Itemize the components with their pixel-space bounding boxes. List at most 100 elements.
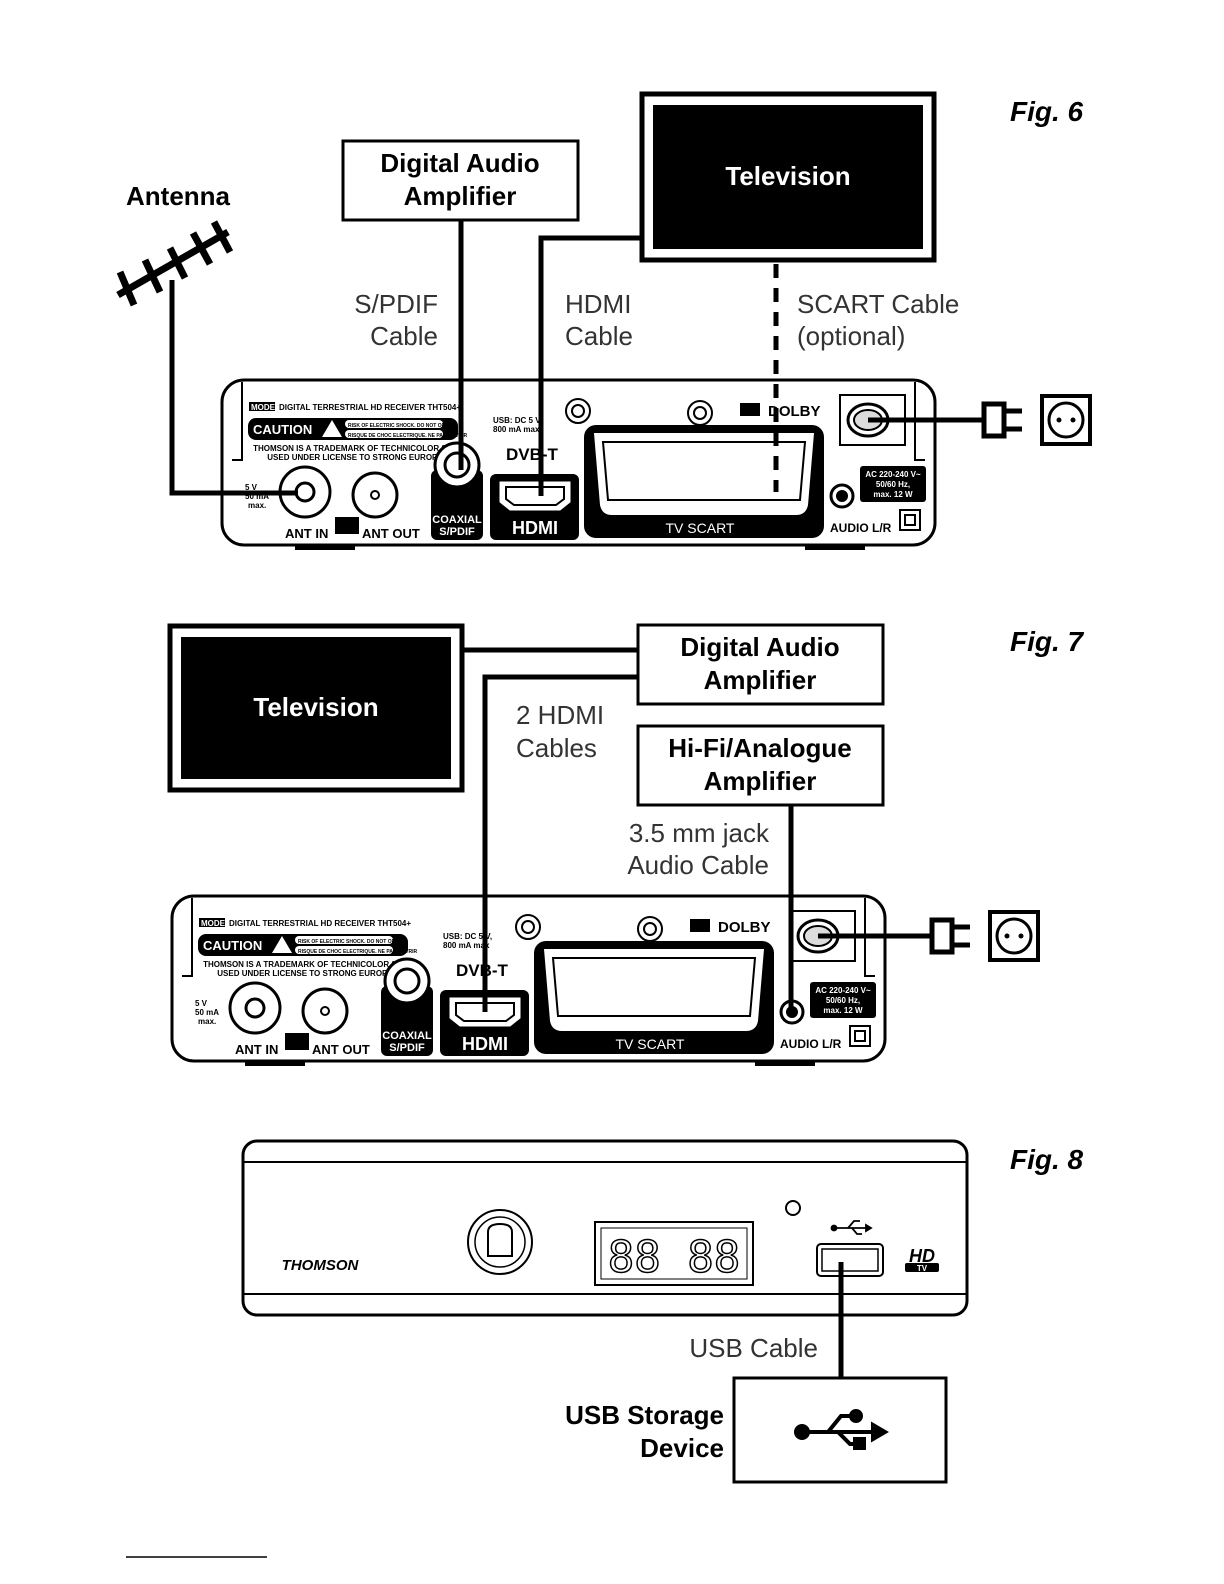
- svg-text:Television: Television: [253, 692, 378, 722]
- svg-text:THOMSON IS A TRADEMARK OF TECH: THOMSON IS A TRADEMARK OF TECHNICOLOR S.…: [203, 960, 407, 969]
- svg-text:TV SCART: TV SCART: [616, 1036, 685, 1052]
- usb-storage-device-box: [732, 1376, 948, 1484]
- jack-cable-label: 3.5 mm jack: [629, 818, 770, 848]
- svg-text:max. 12 W: max. 12 W: [873, 490, 913, 499]
- svg-text:USB: DC 5 V,: USB: DC 5 V,: [443, 932, 492, 941]
- svg-text:DVB-T: DVB-T: [506, 445, 559, 464]
- svg-text:AUDIO L/R: AUDIO L/R: [780, 1037, 842, 1051]
- svg-text:RISQUE DE CHOC ELECTRIQUE. NE: RISQUE DE CHOC ELECTRIQUE. NE PAS OUVRIR: [298, 949, 417, 955]
- power-plug-icon: [920, 920, 970, 952]
- svg-text:S/PDIF: S/PDIF: [389, 1042, 425, 1054]
- svg-text:Hi-Fi/Analogue: Hi-Fi/Analogue: [668, 733, 851, 763]
- svg-text:50 mA: 50 mA: [195, 1008, 219, 1017]
- receiver-back-panel: MODEL DIGITAL TERRESTRIAL HD RECEIVER TH…: [220, 378, 937, 550]
- fig7-cables: [462, 647, 920, 1012]
- television-box: Television: [167, 623, 465, 793]
- wall-socket-icon: [988, 910, 1040, 962]
- svg-text:S/PDIF: S/PDIF: [439, 526, 475, 538]
- svg-text:HDMI: HDMI: [512, 518, 558, 538]
- svg-text:HDMI: HDMI: [462, 1034, 508, 1054]
- svg-text:THOMSON IS A TRADEMARK OF TECH: THOMSON IS A TRADEMARK OF TECHNICOLOR S.…: [253, 444, 457, 453]
- svg-text:DVB-T: DVB-T: [456, 961, 509, 980]
- svg-text:50 mA: 50 mA: [245, 492, 269, 501]
- usb-port: [821, 1248, 879, 1272]
- svg-text:Digital Audio: Digital Audio: [680, 632, 839, 662]
- hd-logo: HD: [909, 1246, 935, 1266]
- svg-text:CAUTION: CAUTION: [203, 938, 262, 953]
- usb-storage-label: USB Storage: [565, 1400, 724, 1430]
- svg-text:5 V: 5 V: [245, 483, 258, 492]
- svg-text:800 mA max: 800 mA max: [443, 941, 490, 950]
- svg-text:max.: max.: [198, 1017, 216, 1026]
- receiver-back-panel: MODEL DIGITAL TERRESTRIAL HD RECEIVER TH…: [170, 894, 887, 1066]
- svg-text:CAUTION: CAUTION: [253, 422, 312, 437]
- standby-led: [785, 1200, 801, 1216]
- antenna-icon: [116, 220, 234, 307]
- hdmi-cable-label: HDMI: [565, 289, 631, 319]
- receiver-hdmi-cable: [482, 674, 638, 1012]
- svg-text:DOLBY: DOLBY: [718, 919, 771, 936]
- svg-text:USED UNDER LICENSE TO STRONG E: USED UNDER LICENSE TO STRONG EUROPE: [267, 453, 443, 462]
- power-button-icon: [487, 1222, 513, 1257]
- hifi-amplifier-box: Hi-Fi/Analogue Amplifier: [636, 724, 885, 807]
- usb-cable-label: USB Cable: [689, 1333, 818, 1363]
- digital-audio-amplifier-box: Digital Audio Amplifier: [636, 623, 885, 706]
- svg-text:ANT OUT: ANT OUT: [312, 1042, 370, 1057]
- svg-text:Amplifier: Amplifier: [404, 181, 517, 211]
- svg-text:Amplifier: Amplifier: [704, 665, 817, 695]
- svg-text:TV SCART: TV SCART: [666, 520, 735, 536]
- hdmi-cable-label-2: Cable: [565, 321, 633, 351]
- scart-cable-label-2: (optional): [797, 321, 905, 351]
- svg-text:Television: Television: [725, 161, 850, 191]
- usb-storage-label-2: Device: [640, 1433, 724, 1463]
- antenna-label: Antenna: [126, 181, 231, 211]
- tv-logo: TV: [917, 1264, 928, 1273]
- svg-text:MODEL: MODEL: [251, 403, 280, 412]
- svg-text:AC 220-240 V~: AC 220-240 V~: [815, 986, 871, 995]
- svg-text:AUDIO L/R: AUDIO L/R: [830, 521, 892, 535]
- digital-audio-amplifier-box: Digital Audio Amplifier: [341, 139, 580, 222]
- fig7-label: Fig. 7: [1010, 626, 1085, 657]
- svg-text:DOLBY: DOLBY: [768, 403, 821, 420]
- scart-cable-label: SCART Cable: [797, 289, 959, 319]
- svg-text:50/60 Hz,: 50/60 Hz,: [826, 996, 860, 1005]
- jack-cable-label-2: Audio Cable: [627, 850, 769, 880]
- hdmi-cable: [538, 235, 642, 496]
- led-display: 88 88: [608, 1232, 740, 1283]
- svg-text:RISK OF ELECTRIC SHOCK. DO NOT: RISK OF ELECTRIC SHOCK. DO NOT OPEN.: [298, 939, 404, 945]
- hdmi-cables-label: 2 HDMI: [516, 700, 604, 730]
- svg-text:5 V: 5 V: [195, 999, 208, 1008]
- receiver-front-panel: THOMSON 88 88 HD TV: [241, 1139, 969, 1317]
- television-box: Television: [639, 91, 937, 263]
- spdif-cable-label-2: Cable: [370, 321, 438, 351]
- brand-logo: THOMSON: [282, 1257, 360, 1274]
- svg-text:50/60 Hz,: 50/60 Hz,: [876, 480, 910, 489]
- svg-text:COAXIAL: COAXIAL: [432, 514, 482, 526]
- fig8-label: Fig. 8: [1010, 1144, 1084, 1175]
- svg-text:USB: DC 5 V,: USB: DC 5 V,: [493, 416, 542, 425]
- svg-text:RISQUE DE CHOC ELECTRIQUE. NE: RISQUE DE CHOC ELECTRIQUE. NE PAS OUVRIR: [348, 433, 467, 439]
- spdif-cable-label: S/PDIF: [354, 289, 438, 319]
- svg-text:ANT IN: ANT IN: [235, 1042, 278, 1057]
- svg-text:USED UNDER LICENSE TO STRONG E: USED UNDER LICENSE TO STRONG EUROPE: [217, 969, 393, 978]
- power-plug-icon: [972, 404, 1022, 436]
- svg-text:800 mA max: 800 mA max: [493, 425, 540, 434]
- svg-text:COAXIAL: COAXIAL: [382, 1030, 432, 1042]
- svg-text:ANT IN: ANT IN: [285, 526, 328, 541]
- fig6-cables: [169, 220, 972, 496]
- svg-text:AC 220-240 V~: AC 220-240 V~: [865, 470, 921, 479]
- antenna-cable: [169, 280, 298, 496]
- hdmi-cables-label-2: Cables: [516, 733, 597, 763]
- wall-socket-icon: [1040, 394, 1092, 446]
- svg-text:MODEL: MODEL: [201, 919, 230, 928]
- svg-text:Digital Audio: Digital Audio: [380, 148, 539, 178]
- svg-text:max. 12 W: max. 12 W: [823, 1006, 863, 1015]
- usb-icon: [794, 1409, 889, 1450]
- svg-text:ANT OUT: ANT OUT: [362, 526, 420, 541]
- fig6-label: Fig. 6: [1010, 96, 1084, 127]
- svg-text:RISK OF ELECTRIC SHOCK. DO NOT: RISK OF ELECTRIC SHOCK. DO NOT OPEN.: [348, 423, 454, 429]
- svg-text:DIGITAL TERRESTRIAL HD RECEIVE: DIGITAL TERRESTRIAL HD RECEIVER THT504+: [279, 403, 461, 412]
- svg-text:Amplifier: Amplifier: [704, 766, 817, 796]
- svg-text:DIGITAL TERRESTRIAL HD RECEIVE: DIGITAL TERRESTRIAL HD RECEIVER THT504+: [229, 919, 411, 928]
